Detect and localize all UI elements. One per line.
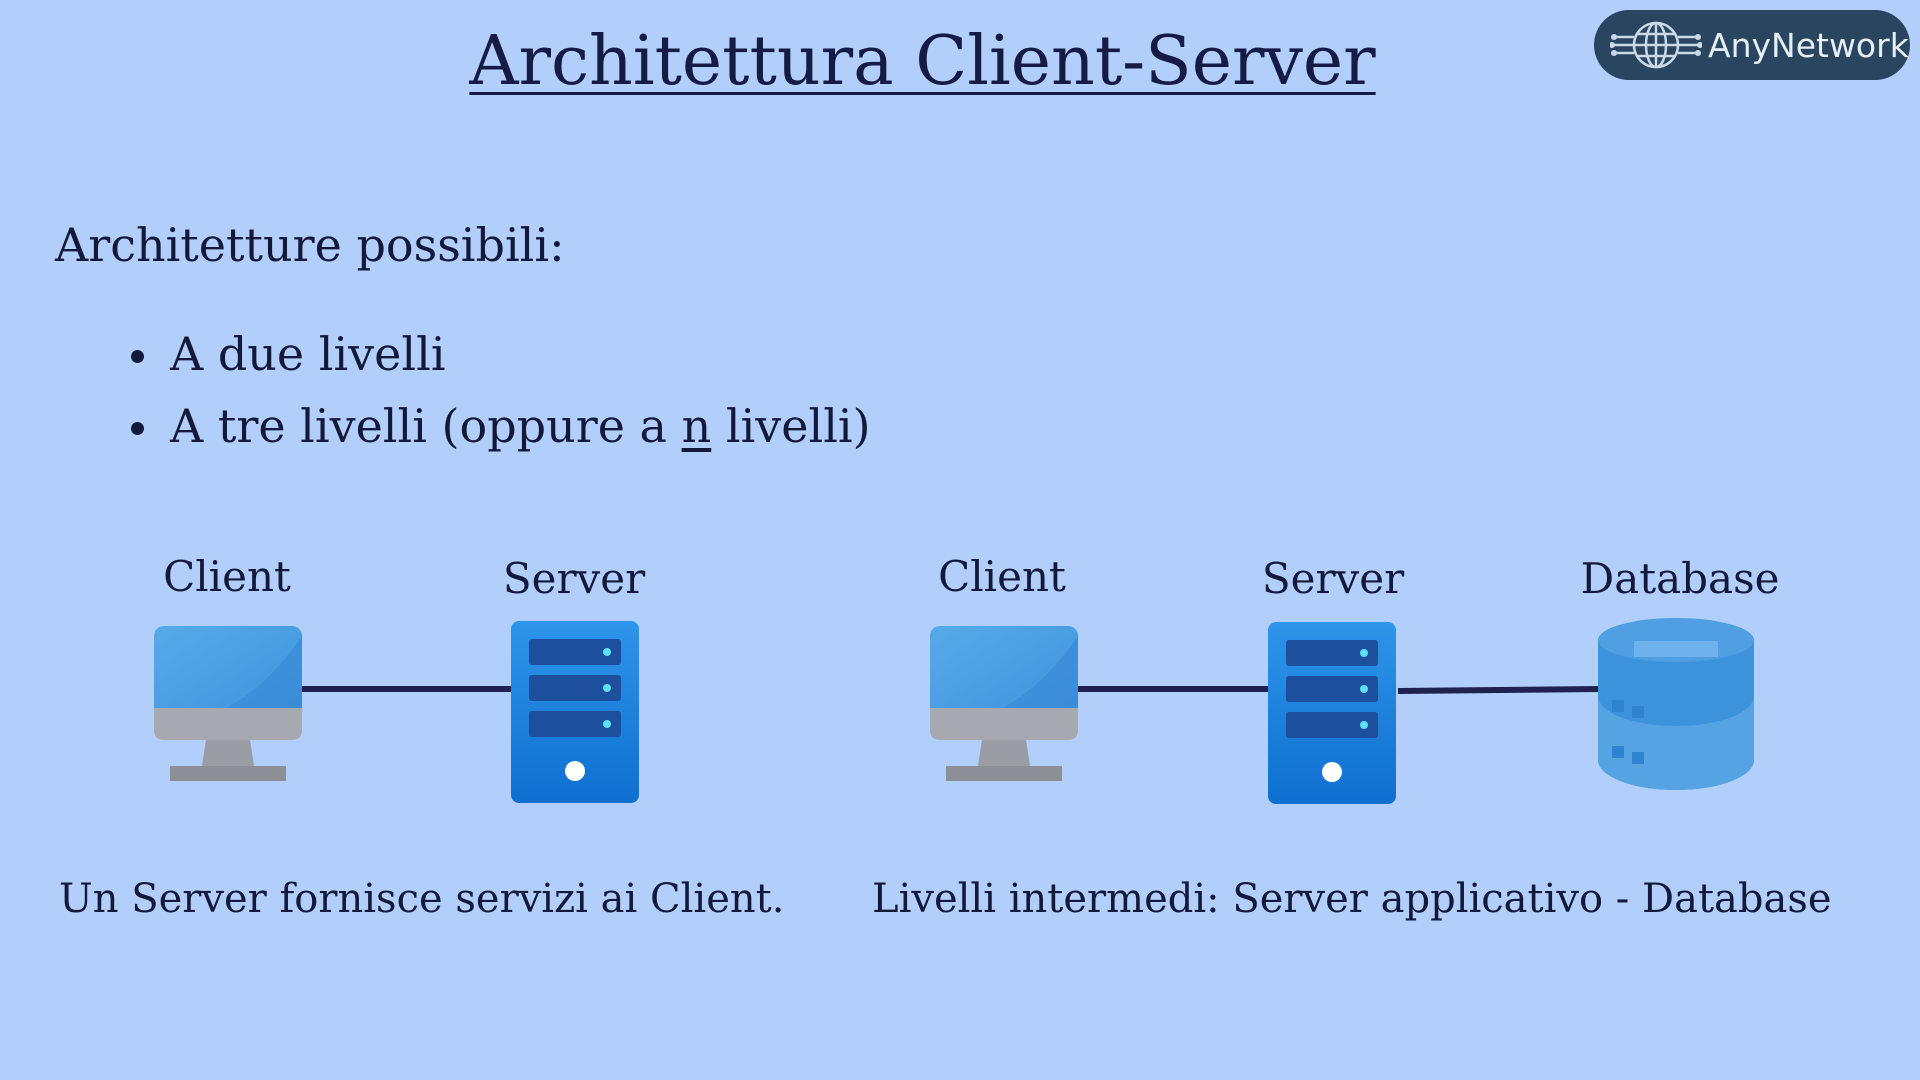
two-tier-client-label: Client bbox=[163, 552, 291, 601]
three-tier-server-label: Server bbox=[1261, 554, 1405, 603]
list-item: A tre livelli (oppure a n livelli) bbox=[128, 390, 871, 462]
bullet-text: A due livelli bbox=[170, 327, 446, 381]
monitor-icon bbox=[930, 626, 1078, 781]
three-tier-client-label: Client bbox=[938, 552, 1066, 601]
three-tier-database-label: Database bbox=[1580, 554, 1780, 603]
server-tower-icon bbox=[511, 621, 639, 803]
server-database-connector bbox=[1397, 686, 1601, 694]
bullet-text-before: A tre livelli (oppure a bbox=[170, 399, 682, 453]
intro-text: Architetture possibili: bbox=[55, 218, 565, 272]
brand-logo: AnyNetwork bbox=[1594, 10, 1910, 80]
list-item: A due livelli bbox=[128, 318, 871, 390]
monitor-icon bbox=[154, 626, 302, 781]
globe-network-icon bbox=[1610, 21, 1702, 69]
bullet-text-underlined: n bbox=[681, 399, 712, 453]
bullet-text-after: livelli) bbox=[711, 399, 871, 453]
brand-name: AnyNetwork bbox=[1708, 25, 1909, 65]
two-tier-server-label: Server bbox=[502, 554, 646, 603]
page-title: Architettura Client-Server bbox=[469, 22, 1376, 101]
two-tier-caption: Un Server fornisce servizi ai Client. bbox=[59, 876, 785, 922]
three-tier-caption: Livelli intermedi: Server applicativo - … bbox=[872, 876, 1832, 922]
database-icon bbox=[1598, 618, 1754, 790]
server-tower-icon bbox=[1268, 622, 1396, 804]
bullet-list: A due livelli A tre livelli (oppure a n … bbox=[128, 318, 871, 462]
